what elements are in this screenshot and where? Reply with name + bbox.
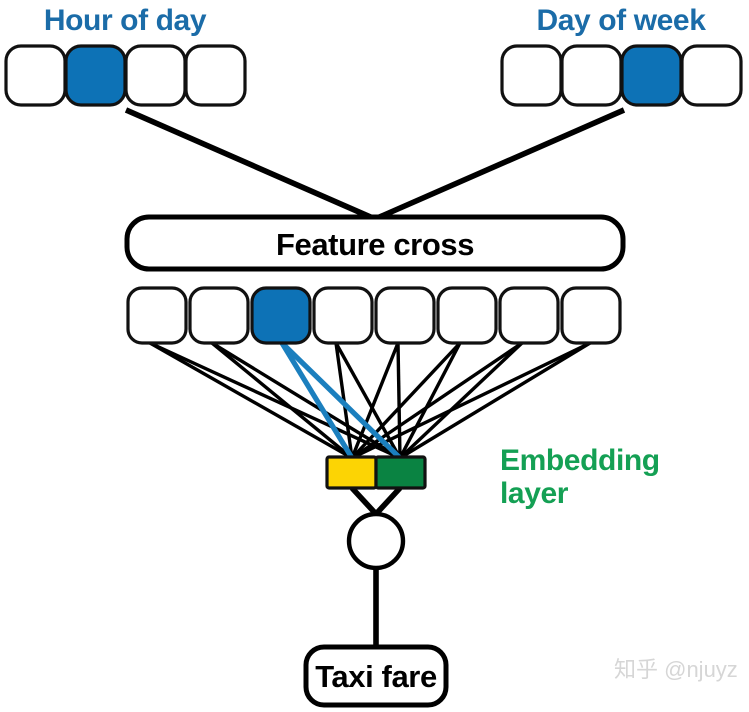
input-group-day-of-week <box>500 44 743 107</box>
input-group-hour-of-day <box>4 44 247 107</box>
output-box[interactable] <box>303 644 449 708</box>
feature-cross-box[interactable] <box>124 214 626 272</box>
edge-day-to-cross <box>373 107 626 222</box>
label-feature-cross: Feature cross <box>276 227 474 262</box>
label-embedding-layer-line1: Embedding <box>500 444 660 477</box>
cross-cell-4[interactable] <box>374 286 436 345</box>
cross-cell-1[interactable] <box>188 286 250 345</box>
cross-cell-2-active[interactable] <box>250 286 312 345</box>
cross-cell-0[interactable] <box>126 286 188 345</box>
edge-hour-to-cross <box>124 107 377 222</box>
cross-cell-7[interactable] <box>560 286 622 345</box>
cross-cell-6[interactable] <box>498 286 560 345</box>
day-cell-3[interactable] <box>680 44 743 107</box>
embedding-unit-1-green[interactable] <box>374 455 427 490</box>
edge-green-to-neuron <box>373 486 403 516</box>
edge-yellow-to-neuron <box>349 486 379 516</box>
watermark: 知乎 @njuyz <box>614 657 738 682</box>
label-day-of-week: Day of week <box>536 4 706 37</box>
label-hour-of-day: Hour of day <box>44 4 207 37</box>
cross-cell-3[interactable] <box>312 286 374 345</box>
hidden-neuron[interactable] <box>346 511 406 571</box>
feature-cross-cells <box>126 286 622 345</box>
edges-active-cross-to-embedding <box>279 341 402 460</box>
label-embedding-layer-line2: layer <box>500 477 569 510</box>
label-taxi-fare: Taxi fare <box>315 659 437 694</box>
hour-cell-3[interactable] <box>184 44 247 107</box>
cross-cell-5[interactable] <box>436 286 498 345</box>
embedding-units <box>325 455 427 490</box>
